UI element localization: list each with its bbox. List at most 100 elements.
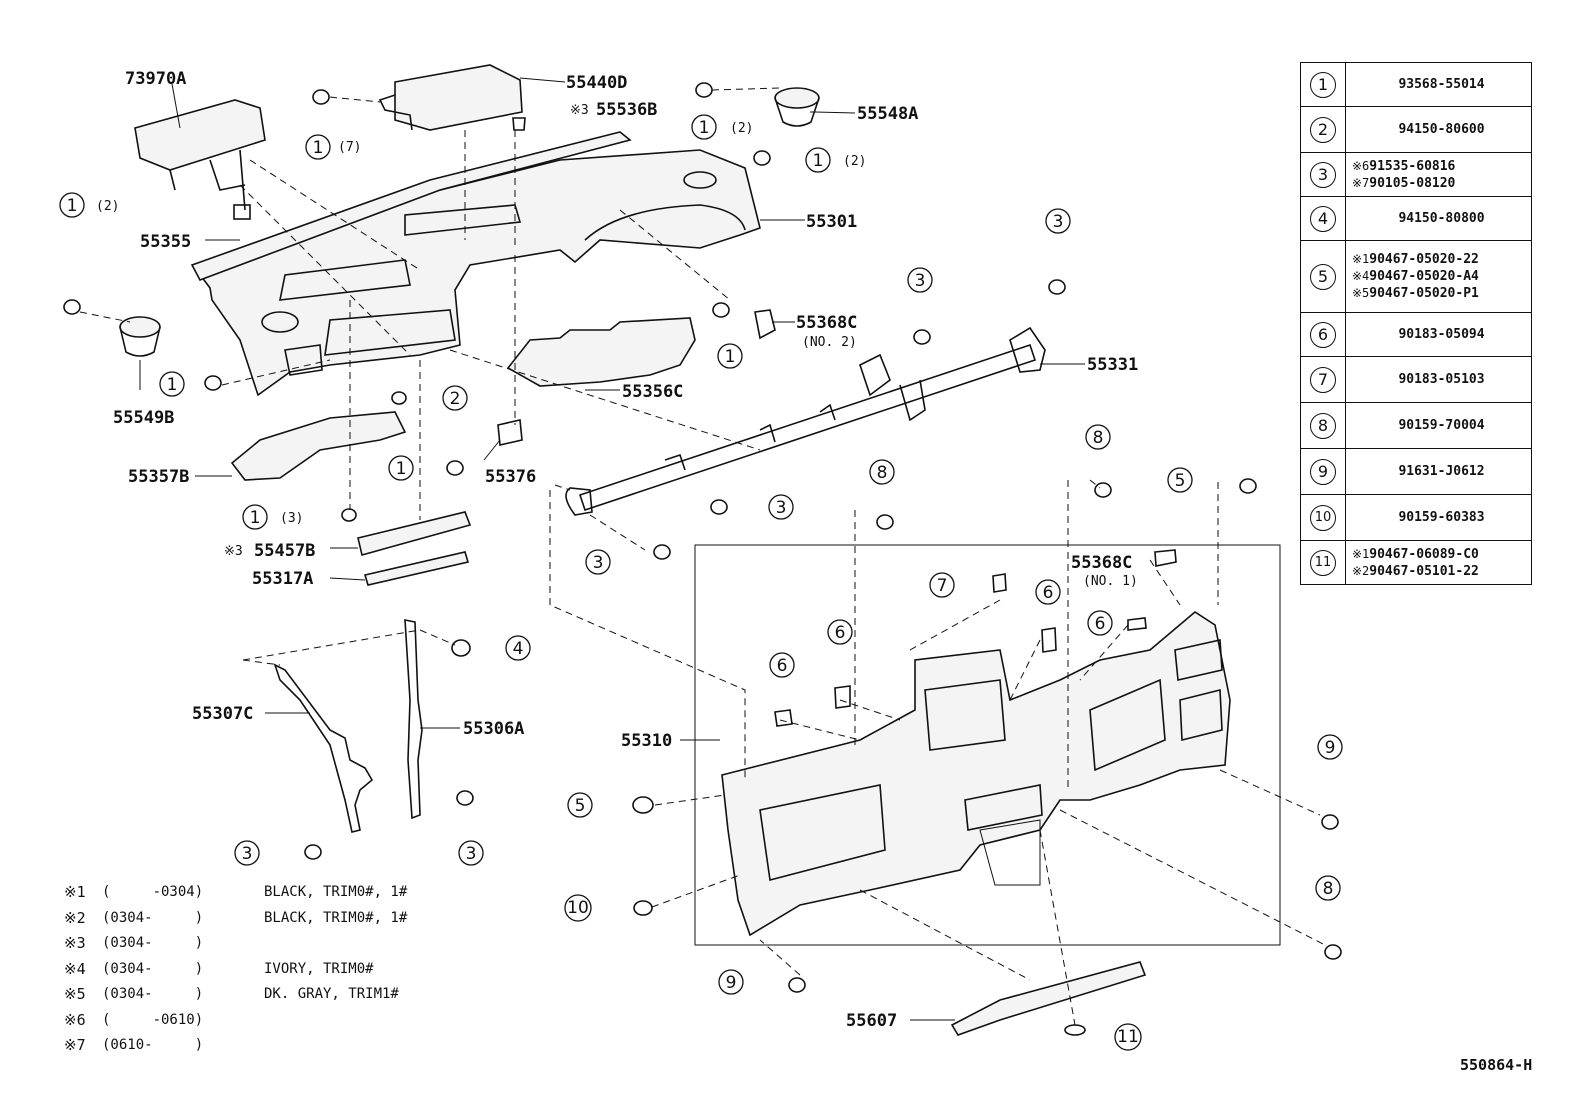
note-row: ※6( -0610) bbox=[64, 1008, 407, 1034]
label-55368C-no2: 55368C bbox=[796, 313, 857, 333]
part-code-mark: ※1 bbox=[1352, 546, 1370, 561]
parts-table-code-cell: 90159-70004 bbox=[1345, 402, 1532, 449]
insulator-pad-55356C bbox=[506, 317, 696, 387]
callout-3-number: 3 bbox=[1053, 212, 1064, 232]
parts-table-code-cell: 91631-J0612 bbox=[1345, 448, 1532, 495]
callout-3-number: 3 bbox=[242, 844, 253, 864]
callout-5-number: 5 bbox=[575, 796, 586, 816]
notes-legend: ※1( -0304)BLACK, TRIM0#, 1#※2(0304- )BLA… bbox=[64, 880, 407, 1059]
note-date-range: (0610- ) bbox=[102, 1037, 204, 1053]
callout-key-circle: 3 bbox=[1310, 161, 1336, 188]
callout-4-number: 4 bbox=[513, 639, 524, 659]
defroster-strip-55355 bbox=[190, 131, 632, 281]
callout-11: 11 bbox=[1114, 1023, 1142, 1051]
callout-8-number: 8 bbox=[877, 463, 888, 483]
note-mark: ※3 bbox=[64, 934, 86, 952]
callout-6-number: 6 bbox=[835, 623, 846, 643]
callout-3: 3 bbox=[768, 494, 794, 520]
callout-8: 8 bbox=[1315, 875, 1341, 901]
note-row: ※5(0304- )DK. GRAY, TRIM1# bbox=[64, 982, 407, 1008]
part-code-line: ※190467-05020-22 bbox=[1352, 251, 1531, 268]
parts-table-code-cell: 90183-05103 bbox=[1345, 356, 1532, 403]
parts-table-key-cell: 4 bbox=[1300, 196, 1346, 241]
display-panel-55440D bbox=[378, 64, 523, 131]
part-code-mark: ※2 bbox=[1352, 563, 1370, 578]
parts-table-key-cell: 10 bbox=[1300, 494, 1346, 541]
part-code: 94150-80800 bbox=[1398, 211, 1485, 226]
label-55310: 55310 bbox=[621, 731, 672, 751]
label-55317A: 55317A bbox=[252, 569, 313, 589]
callout-key-circle: 11 bbox=[1310, 549, 1336, 576]
airbag-73970A bbox=[134, 99, 266, 220]
note-row: ※1( -0304)BLACK, TRIM0#, 1# bbox=[64, 880, 407, 906]
callout-1-number: 1 bbox=[313, 138, 324, 158]
note-row: ※7(0610- ) bbox=[64, 1033, 407, 1059]
assembly-guide-lines bbox=[79, 87, 1326, 1026]
callout-3: 3 bbox=[585, 549, 611, 575]
part-code: 93568-55014 bbox=[1398, 77, 1485, 92]
callout-key-circle: 10 bbox=[1310, 504, 1336, 531]
label-55368C-no2-sub: (NO. 2) bbox=[802, 335, 857, 350]
label-55440D: 55440D bbox=[566, 73, 627, 93]
callout-key-circle: 7 bbox=[1310, 366, 1336, 393]
part-code-line: 93568-55014 bbox=[1352, 76, 1531, 93]
callout-9-number: 9 bbox=[726, 973, 737, 993]
part-code-line: ※691535-60816 bbox=[1352, 158, 1531, 175]
callout-8-number: 8 bbox=[1093, 428, 1104, 448]
leader-lines bbox=[139, 77, 1085, 1021]
part-code: 94150-80600 bbox=[1398, 122, 1485, 137]
callout-6-number: 6 bbox=[777, 656, 788, 676]
callout-1: 1 bbox=[717, 343, 743, 369]
callout-8: 8 bbox=[1085, 424, 1111, 450]
callout-3-number: 3 bbox=[776, 498, 787, 518]
label-55301: 55301 bbox=[806, 212, 857, 232]
label-55368C-no1: 55368C bbox=[1071, 553, 1132, 573]
quantity-annotations: (7) (2) (2) (2) (3) bbox=[96, 121, 866, 526]
note-date-range: ( -0610) bbox=[102, 1011, 204, 1028]
part-code-mark: ※5 bbox=[1352, 286, 1370, 300]
garnish-55457B bbox=[357, 511, 472, 556]
part-number-labels: 73970A 55440D ※3 55536B 55548A 55301 553… bbox=[113, 69, 1138, 1031]
note-mark: ※5 bbox=[64, 985, 86, 1003]
note-mark: ※1 bbox=[64, 883, 86, 901]
callout-key-circle: 2 bbox=[1310, 116, 1336, 143]
part-code-line: 94150-80600 bbox=[1352, 121, 1531, 138]
callout-3: 3 bbox=[458, 840, 484, 866]
parts-table-key-cell: 8 bbox=[1300, 402, 1346, 449]
callout-6-number: 6 bbox=[1095, 614, 1106, 634]
part-code: 90183-05094 bbox=[1398, 327, 1485, 342]
note-mark: ※2 bbox=[64, 908, 86, 927]
parts-table-code-cell: ※190467-05020-22※490467-05020-A4※590467-… bbox=[1345, 240, 1532, 313]
callout-2: 2 bbox=[442, 385, 468, 411]
part-code-line: 94150-80800 bbox=[1352, 210, 1531, 227]
label-55356C: 55356C bbox=[622, 382, 683, 402]
qty-2-top: (2) bbox=[730, 121, 753, 136]
part-code-line: 91631-J0612 bbox=[1352, 463, 1531, 480]
part-code: 90467-05020-P1 bbox=[1369, 286, 1479, 301]
part-code: 91535-60816 bbox=[1369, 158, 1456, 174]
callout-1: 1 bbox=[691, 114, 717, 140]
parts-table-key-cell: 7 bbox=[1300, 356, 1346, 403]
mark-note-55536B: ※3 bbox=[570, 103, 589, 118]
parts-table-key-cell: 2 bbox=[1300, 106, 1346, 153]
callout-10-number: 10 bbox=[567, 898, 589, 918]
callout-1-number: 1 bbox=[699, 118, 710, 138]
parts-table-code-cell: 93568-55014 bbox=[1345, 62, 1532, 107]
label-55536B: 55536B bbox=[596, 100, 657, 120]
qty-2-left: (2) bbox=[96, 199, 119, 214]
callout-11-number: 11 bbox=[1117, 1027, 1139, 1047]
label-73970A: 73970A bbox=[125, 69, 186, 89]
label-55607: 55607 bbox=[846, 1011, 897, 1031]
callout-1-number: 1 bbox=[67, 196, 78, 216]
garnish-55317A bbox=[363, 551, 470, 586]
note-row: ※2(0304- )BLACK, TRIM0#, 1# bbox=[64, 906, 407, 932]
part-code-mark: ※7 bbox=[1352, 175, 1370, 190]
part-code-line: ※590467-05020-P1 bbox=[1352, 285, 1531, 302]
label-55457B: 55457B bbox=[254, 541, 315, 561]
callout-6-number: 6 bbox=[1043, 583, 1054, 603]
part-code-line: 90183-05094 bbox=[1352, 326, 1531, 343]
